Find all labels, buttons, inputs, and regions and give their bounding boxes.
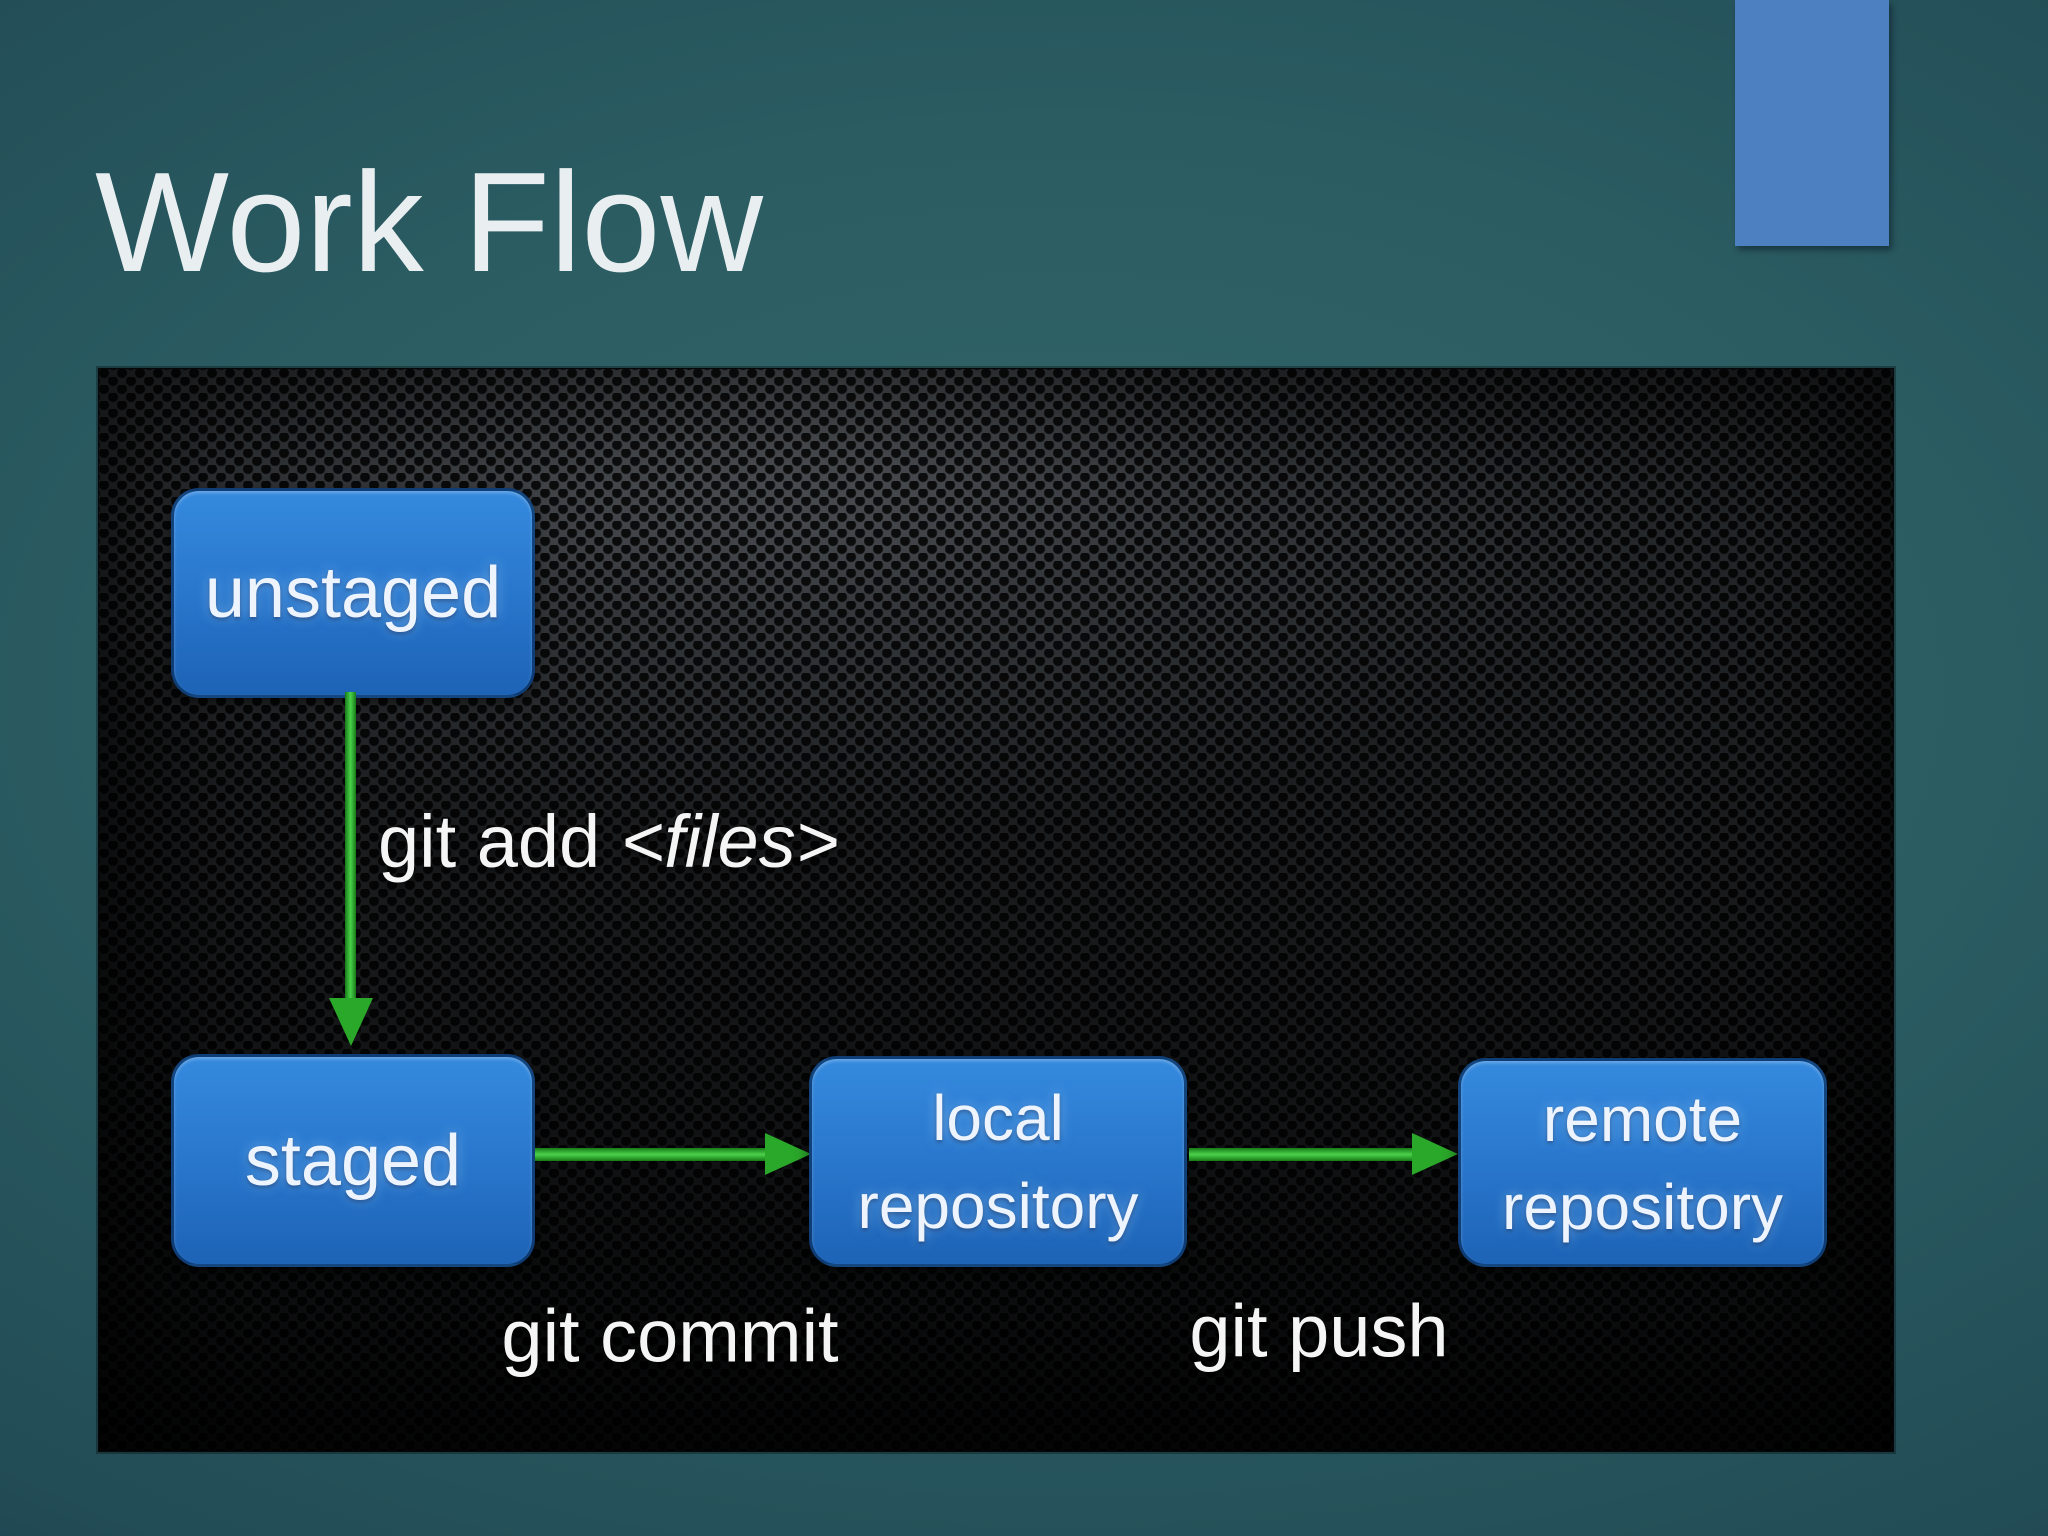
arrow-staged-to-local [535,1133,815,1176]
git-add-command-text: git add [378,800,601,883]
page-title: Work Flow [95,143,763,302]
git-add-argument-text: <files> [620,800,839,883]
node-remote-repository: remote repository [1458,1058,1827,1267]
arrow-head-right-icon [765,1133,811,1175]
node-unstaged-label: unstaged [204,553,502,633]
arrow-shaft [345,692,356,1002]
arrow-unstaged-to-staged [329,692,373,1046]
arrow-shaft [1189,1148,1414,1161]
edge-label-git-add: git add<files> [378,799,839,884]
arrow-head-right-icon [1412,1133,1458,1175]
node-local-repository: local repository [809,1056,1187,1267]
node-staged-label: staged [244,1120,462,1201]
node-remote-label-line2: repository [1502,1170,1783,1243]
workflow-diagram: unstaged git add<files> staged local rep… [98,368,1894,1452]
node-remote-label-line1: remote [1542,1082,1743,1155]
accent-bar [1735,0,1889,246]
node-local-label-line1: local [932,1081,1064,1154]
edge-label-git-commit: git commit [501,1294,839,1378]
arrow-local-to-remote [1189,1133,1461,1176]
arrow-head-down-icon [329,998,373,1046]
node-local-label-line2: repository [857,1169,1139,1242]
node-unstaged: unstaged [171,488,535,698]
edge-label-git-push: git push [1189,1289,1449,1373]
node-staged: staged [171,1054,535,1267]
arrow-shaft [535,1148,767,1161]
